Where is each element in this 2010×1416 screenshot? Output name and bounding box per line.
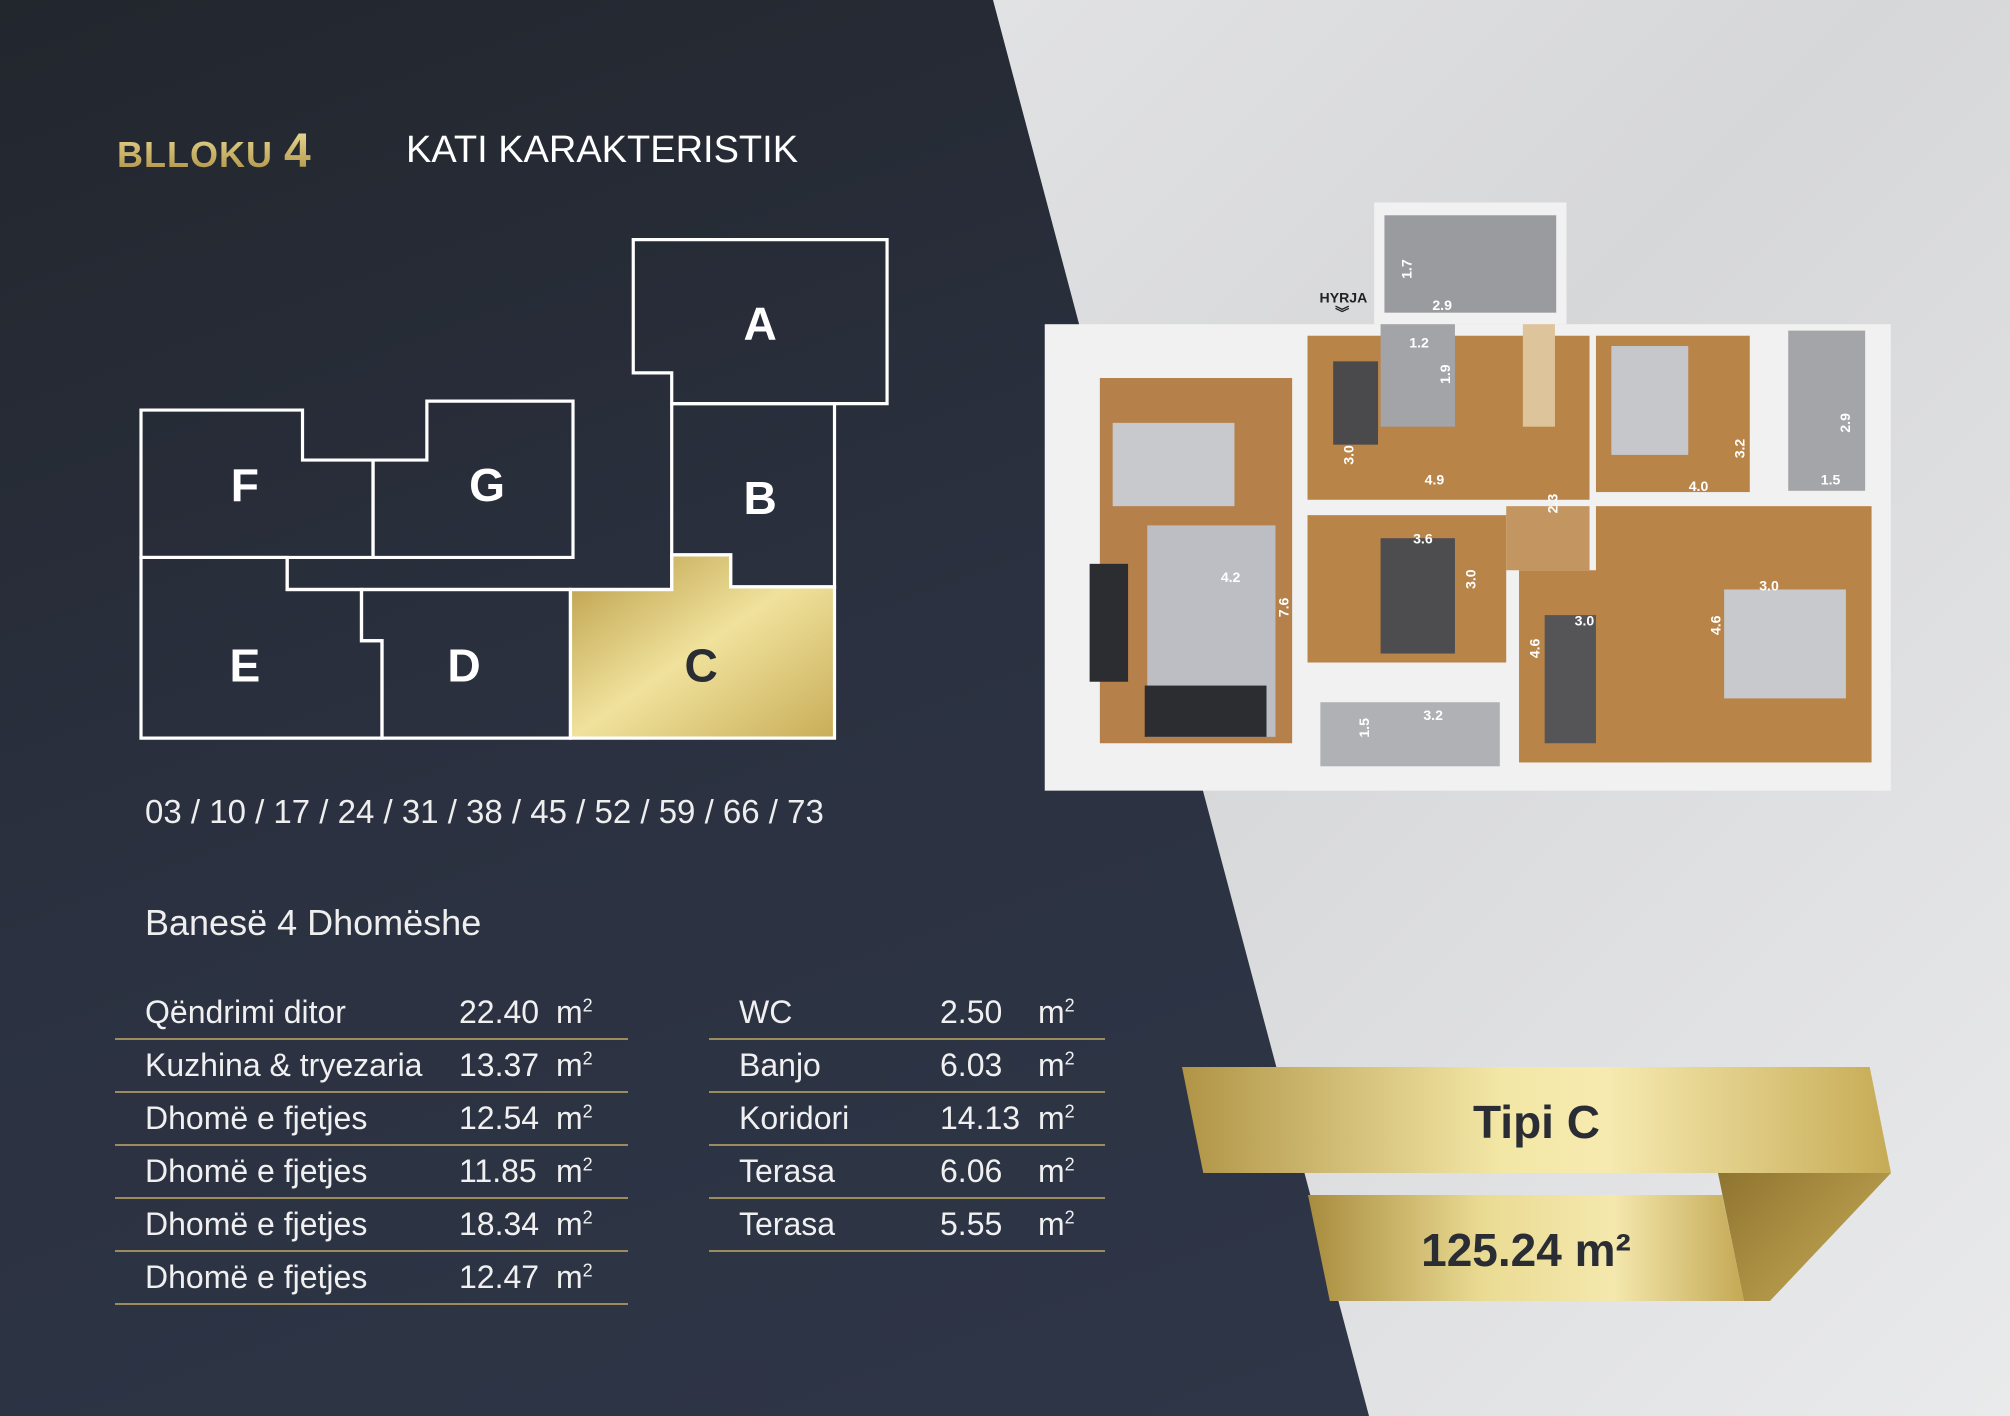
terrace-1-floor [1788, 330, 1866, 491]
dimension-label: 1.7 [1398, 259, 1414, 279]
unit-numbers: 03 / 10 / 17 / 24 / 31 / 38 / 45 / 52 / … [145, 793, 824, 830]
dimension-label: 2.3 [1544, 494, 1560, 514]
block-label-d: D [447, 640, 480, 692]
block-label-e: E [229, 640, 260, 692]
block-site-plan [139, 238, 889, 740]
dimension-label: 7.6 [1275, 597, 1291, 617]
block-label-f: F [231, 459, 259, 511]
block-d-shape[interactable] [359, 587, 573, 740]
dimension-label: 3.0 [1759, 578, 1779, 594]
dimension-label: 1.5 [1821, 471, 1841, 487]
block-label-a: A [744, 298, 777, 350]
total-area: 125.24 m² [1421, 1224, 1631, 1276]
block-label-b: B [744, 472, 777, 524]
dimension-label: 4.6 [1707, 615, 1723, 635]
dimension-label: 3.6 [1413, 530, 1433, 546]
dimension-label: 3.0 [1341, 445, 1357, 465]
block-label-c: C [685, 640, 718, 692]
block-label-g: G [469, 459, 505, 511]
entrance-label: HYRJA [1320, 289, 1368, 305]
dimension-label: 2.9 [1837, 413, 1853, 433]
floor-plan [1044, 202, 1891, 791]
dimension-label: 3.0 [1462, 569, 1478, 589]
dimension-label: 4.9 [1425, 471, 1445, 487]
dimension-label: 4.2 [1221, 569, 1241, 585]
type-label: Tipi C [1473, 1096, 1600, 1148]
dimension-label: 4.0 [1689, 478, 1709, 494]
block-b-shape[interactable] [671, 402, 837, 589]
block-g-shape[interactable] [371, 399, 575, 560]
dimension-label: 3.2 [1423, 707, 1443, 723]
type-banner: Tipi C [1182, 1067, 1891, 1173]
dimension-label: 3.0 [1575, 612, 1595, 628]
dimension-label: 1.5 [1356, 718, 1372, 738]
apartment-title: Banesë 4 Dhomëshe [145, 902, 482, 943]
dimension-label: 1.9 [1437, 364, 1453, 384]
entrance-arrow-icon: ︾ [1335, 305, 1349, 321]
dimension-label: 1.2 [1409, 334, 1429, 350]
total-area-banner: 125.24 m² [1308, 1195, 1744, 1301]
terrace-2-floor [1320, 702, 1500, 767]
dimension-label: 2.9 [1432, 297, 1452, 313]
block-e-shape[interactable] [139, 555, 384, 740]
dimension-label: 4.6 [1527, 638, 1543, 658]
dimension-label: 3.2 [1732, 439, 1748, 459]
floor-title: KATI KARAKTERISTIK [406, 129, 799, 171]
